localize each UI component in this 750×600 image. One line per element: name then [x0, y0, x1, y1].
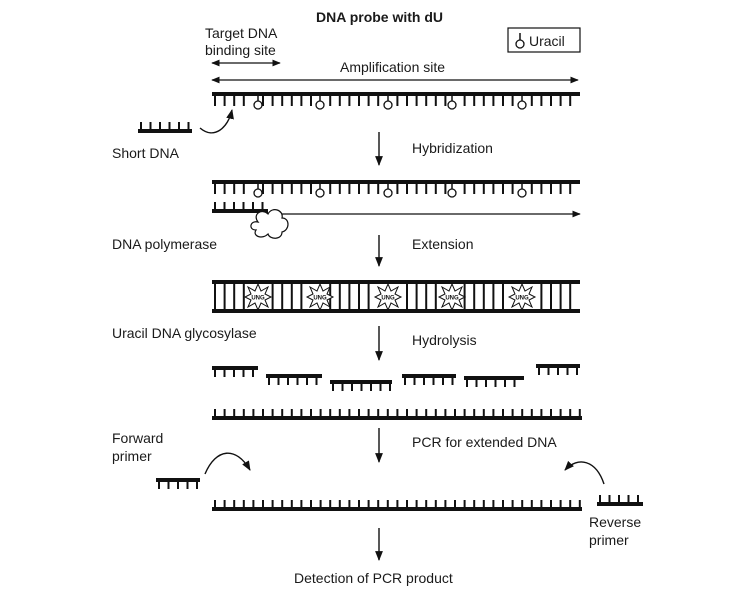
dna-backbone	[464, 376, 524, 380]
reverse-primer-arrow	[564, 460, 605, 485]
dna-fragment	[330, 380, 392, 391]
step-hydrolysis: Hydrolysis	[412, 332, 477, 348]
diagram-title: DNA probe with dU	[316, 9, 443, 25]
short-dna-bind-arrow	[199, 109, 234, 134]
udg-enzyme-icon: UNG	[508, 283, 536, 311]
hybridized-probe-strand	[212, 180, 580, 198]
udg-label: Uracil DNA glycosylase	[112, 325, 257, 341]
dna-fragment	[402, 374, 456, 385]
forward-primer-arrow	[204, 452, 251, 475]
dna-probe-strand	[212, 92, 580, 110]
dna-backbone	[212, 92, 580, 96]
dna-backbone	[212, 180, 580, 184]
reverse-primer	[597, 495, 643, 506]
extended-dna-strand	[212, 409, 582, 420]
uracil-icon	[315, 100, 325, 110]
udg-cleavage-sites: UNG UNG UNG UNG UNG	[244, 283, 536, 311]
udg-enzyme-mark: UNG	[313, 296, 327, 302]
target-site-line1: Target DNA	[205, 25, 278, 41]
target-site-line2: binding site	[205, 42, 276, 58]
uracil-icon	[383, 188, 393, 198]
amplification-site-label: Amplification site	[340, 59, 445, 75]
udg-enzyme-icon: UNG	[438, 283, 466, 311]
bound-short-dna	[212, 202, 268, 213]
pcr-template-strand	[212, 500, 582, 511]
step-extension: Extension	[412, 236, 473, 252]
dna-fragment	[464, 376, 524, 387]
uracil-legend: Uracil	[507, 27, 581, 53]
uracil-icon	[253, 188, 263, 198]
uracil-icon	[517, 100, 527, 110]
target-site-label: Target DNA binding site	[205, 25, 280, 58]
dna-backbone	[266, 374, 322, 378]
forward-primer	[156, 478, 200, 489]
uracil-icon	[517, 188, 527, 198]
short-dna-fragment	[138, 122, 192, 133]
hydrolyzed-fragments	[212, 364, 580, 391]
udg-enzyme-icon: UNG	[306, 283, 334, 311]
forward-primer-label: Forward primer	[112, 430, 167, 464]
udg-enzyme-mark: UNG	[251, 296, 265, 302]
udg-enzyme-icon: UNG	[374, 283, 402, 311]
udg-enzyme-mark: UNG	[381, 296, 395, 302]
dna-polymerase-label: DNA polymerase	[112, 236, 217, 252]
dna-fragment	[212, 366, 258, 377]
forward-primer-line1: Forward	[112, 430, 163, 446]
uracil-icon	[383, 100, 393, 110]
dna-fragment	[536, 364, 580, 375]
uracil-icon	[447, 188, 457, 198]
step-detection: Detection of PCR product	[294, 570, 453, 586]
step-pcr: PCR for extended DNA	[412, 434, 557, 450]
reverse-primer-line2: primer	[589, 532, 629, 548]
dna-backbone	[138, 129, 192, 133]
dna-polymerase-icon	[250, 209, 289, 239]
udg-enzyme-mark: UNG	[445, 296, 459, 302]
dna-backbone	[402, 374, 456, 378]
step-hybridization: Hybridization	[412, 140, 493, 156]
uracil-icon	[315, 188, 325, 198]
reverse-primer-line1: Reverse	[589, 514, 641, 530]
short-dna-label: Short DNA	[112, 145, 180, 161]
uracil-legend-label: Uracil	[529, 33, 565, 49]
forward-primer-line2: primer	[112, 448, 152, 464]
uracil-icon	[253, 100, 263, 110]
uracil-icon	[447, 100, 457, 110]
dna-backbone	[212, 280, 580, 284]
udg-enzyme-mark: UNG	[515, 296, 529, 302]
dna-backbone	[212, 309, 580, 313]
dna-backbone	[212, 209, 268, 213]
udg-enzyme-icon: UNG	[244, 283, 272, 311]
dna-fragment	[266, 374, 322, 385]
reverse-primer-label: Reverse primer	[589, 514, 645, 548]
uracil-symbol-icon	[515, 33, 525, 49]
